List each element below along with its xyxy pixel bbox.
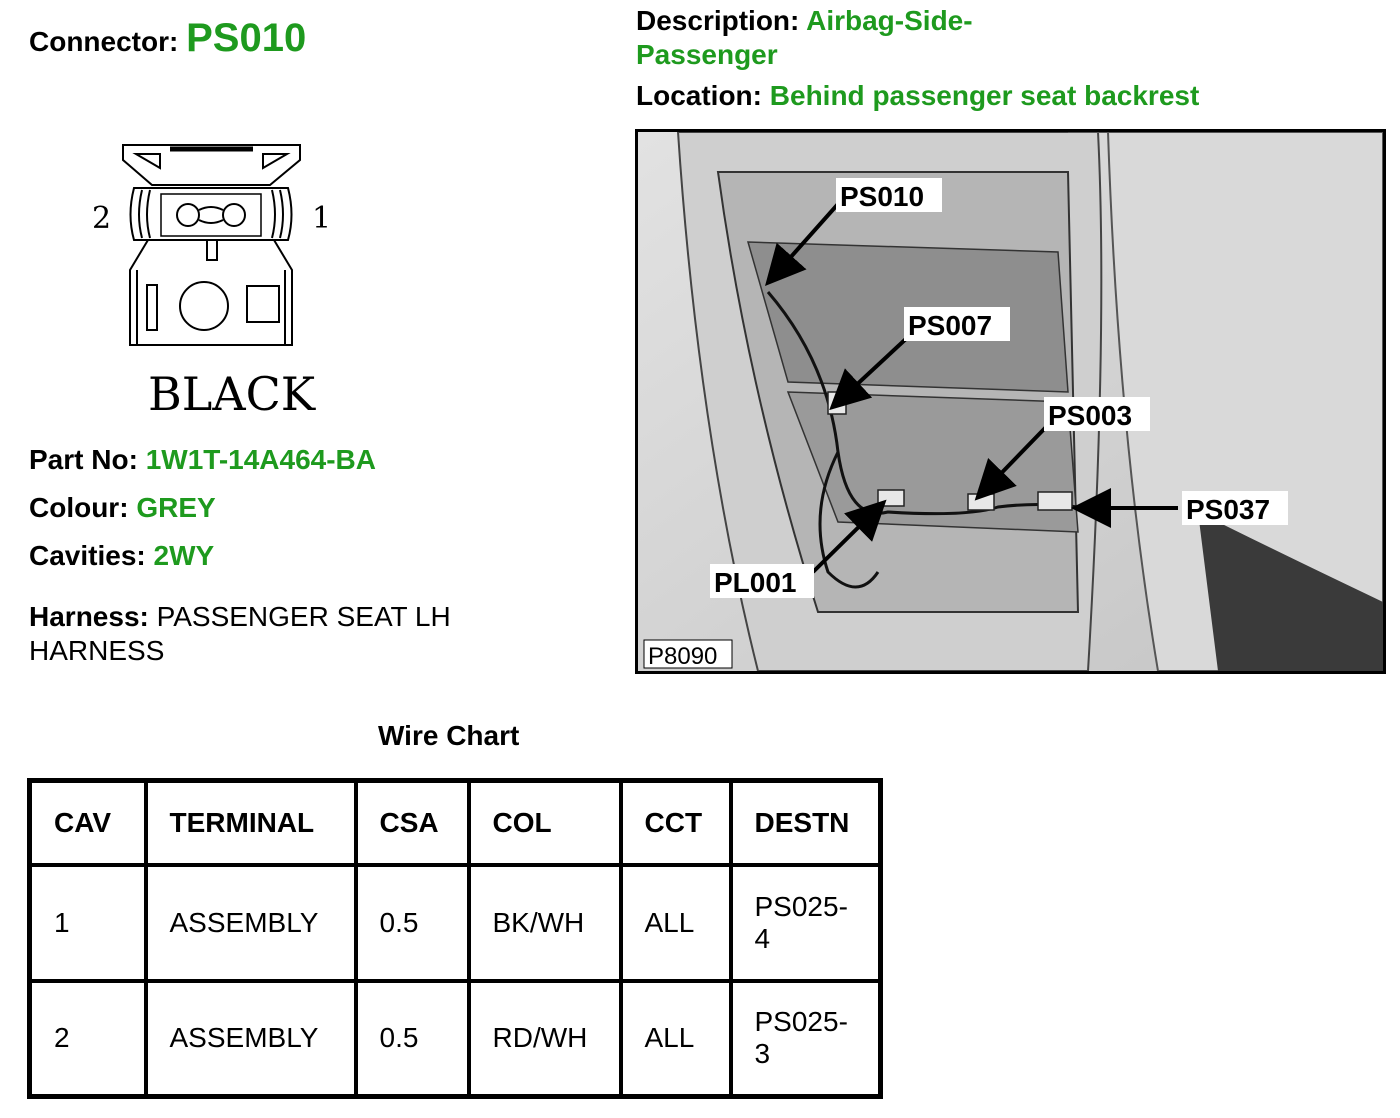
cell-col: BK/WH [466, 862, 623, 983]
cell-csa: 0.5 [353, 862, 471, 983]
cell-destn: PS025- 4 [728, 862, 883, 983]
cell-terminal: ASSEMBLY [143, 978, 358, 1099]
table-header-row: CAV TERMINAL CSA COL CCT DESTN [27, 778, 883, 867]
harness-label: Harness: [29, 601, 149, 632]
header-cav: CAV [27, 778, 148, 867]
header-col: COL [466, 778, 623, 867]
table-row: 1 ASSEMBLY 0.5 BK/WH ALL PS025- 4 [27, 862, 883, 983]
cavities-label: Cavities: [29, 540, 146, 571]
description-value-line1: Airbag-Side- [806, 5, 973, 36]
part-number-line: Part No: 1W1T-14A464-BA [29, 444, 376, 476]
colour-label: Colour: [29, 492, 129, 523]
cell-cct: ALL [618, 862, 733, 983]
colour-value: GREY [136, 492, 216, 523]
connector-label: Connector: [29, 26, 179, 57]
pin-2-label: 2 [92, 201, 111, 236]
callout-ps037: PS037 [1186, 494, 1270, 525]
description-block: Description: Airbag-Side- Passenger [636, 4, 973, 72]
callout-ps010: PS010 [840, 181, 924, 212]
wire-chart-table: CAV TERMINAL CSA COL CCT DESTN 1 ASSEMBL… [27, 778, 883, 1099]
housing-colour-text: BLACK [148, 367, 317, 421]
connector-face-diagram: 2 1 BLACK [92, 144, 330, 421]
part-number-label: Part No: [29, 444, 138, 475]
location-photo: PS010 PS007 PS003 PS037 PL001 P8090 [635, 129, 1386, 674]
harness-value: PASSENGER SEAT LH HARNESS [29, 601, 451, 666]
wire-chart-title: Wire Chart [378, 720, 520, 751]
cell-cav: 1 [27, 862, 148, 983]
description-label: Description: [636, 5, 800, 36]
cavities-line: Cavities: 2WY [29, 540, 214, 572]
figure-id: P8090 [648, 643, 717, 670]
callout-pl001: PL001 [714, 567, 797, 598]
location-line: Location: Behind passenger seat backrest [636, 80, 1199, 112]
cavities-value: 2WY [153, 540, 215, 571]
pin-1-label: 1 [312, 201, 330, 236]
part-number-value: 1W1T-14A464-BA [145, 444, 376, 475]
cell-cct: ALL [618, 978, 733, 1099]
cell-cav: 2 [27, 978, 148, 1099]
location-label: Location: [636, 80, 762, 111]
table-row: 2 ASSEMBLY 0.5 RD/WH ALL PS025- 3 [27, 978, 883, 1099]
connector-heading: Connector: PS010 [29, 16, 306, 61]
header-csa: CSA [353, 778, 471, 867]
description-value-line2: Passenger [636, 39, 778, 70]
cell-destn: PS025- 3 [728, 978, 883, 1099]
connector-value: PS010 [186, 16, 307, 60]
callout-ps003: PS003 [1048, 400, 1132, 431]
cell-csa: 0.5 [353, 978, 471, 1099]
colour-line: Colour: GREY [29, 492, 216, 524]
harness-line: Harness: PASSENGER SEAT LH HARNESS [29, 600, 549, 668]
header-destn: DESTN [728, 778, 883, 867]
header-cct: CCT [618, 778, 733, 867]
cell-terminal: ASSEMBLY [143, 862, 358, 983]
cell-col: RD/WH [466, 978, 623, 1099]
header-terminal: TERMINAL [143, 778, 358, 867]
location-value: Behind passenger seat backrest [769, 80, 1200, 111]
callout-ps007: PS007 [908, 310, 992, 341]
